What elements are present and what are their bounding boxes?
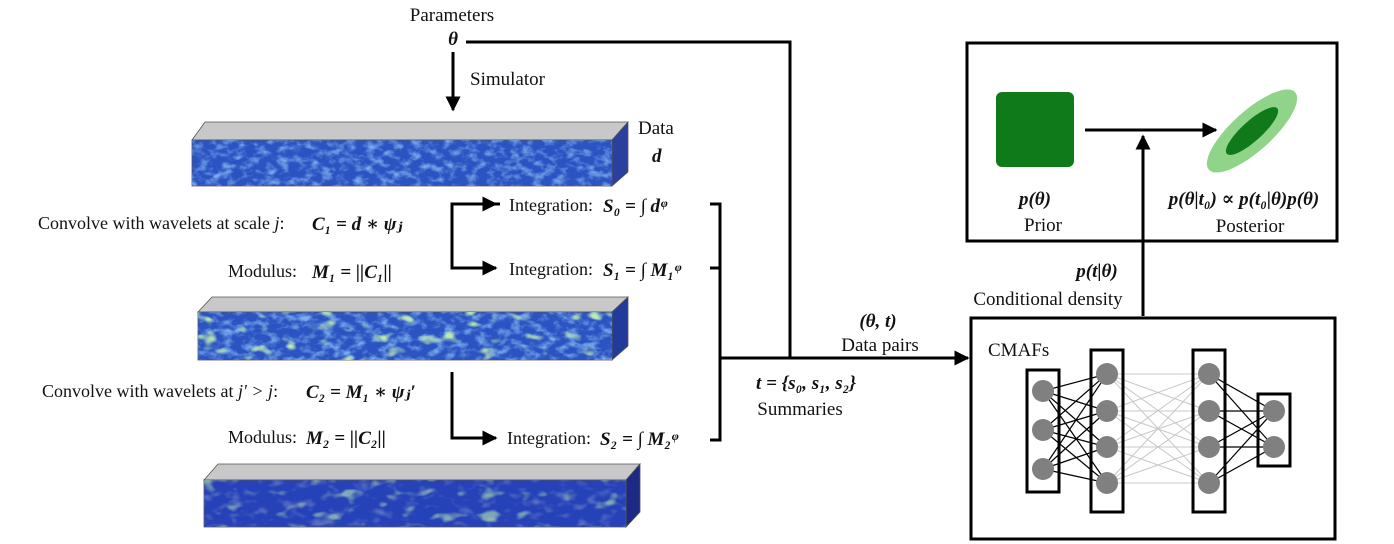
network-edge [1208, 446, 1275, 484]
integration-2-equation: S₂ = ∫ M₂ᵠ [600, 429, 679, 451]
data-pairs-label: Data pairs [841, 335, 919, 356]
network-graph [1025, 348, 1292, 514]
posterior-equation: p(θ|t₀) ∝ p(t₀|θ)p(θ) [1167, 189, 1320, 210]
network-edge [1208, 373, 1275, 412]
loop-arrow-1 [450, 202, 500, 276]
conditional-equation: p(t|θ) [1074, 261, 1117, 282]
modulus1-field-volume [197, 296, 630, 361]
network-edge [1042, 429, 1108, 484]
posterior-label: Posterior [1216, 216, 1285, 237]
theta-bypass-line [466, 40, 792, 358]
network-edge [1042, 373, 1108, 392]
integration-1-equation: S₁ = ∫ M₁ᵠ [603, 260, 682, 282]
modulus2-equation: M₂ = ||C₂|| [305, 428, 386, 449]
prior-square [996, 92, 1074, 167]
parameters-label: Parameters [410, 5, 494, 26]
network-node [1198, 472, 1220, 494]
network-node [1096, 400, 1118, 422]
network-edge [1042, 390, 1108, 412]
network-node [1096, 363, 1118, 385]
network-layer-box [1256, 392, 1292, 468]
network-layer-box [1089, 348, 1125, 514]
network-edge [1208, 410, 1275, 484]
network-node [1032, 380, 1054, 402]
network-node [1096, 472, 1118, 494]
conditional-label: Conditional density [973, 289, 1123, 310]
network-node [1096, 436, 1118, 458]
network-label: CMAFs [988, 340, 1049, 361]
network-node [1263, 400, 1285, 422]
convolve1-text: Convolve with wavelets at scale j: [38, 213, 284, 233]
modulus2-text: Modulus: [228, 427, 297, 447]
network-node [1032, 458, 1054, 480]
network-edge [1042, 429, 1108, 448]
network-node [1198, 363, 1220, 385]
integration-2-label: Integration: [507, 428, 591, 448]
prior-label: Prior [1024, 215, 1063, 236]
modulus1-text: Modulus: [228, 261, 297, 281]
network-edge [1208, 410, 1275, 448]
summary-bracket [710, 202, 722, 442]
data-symbol: d [652, 146, 662, 167]
parameters-symbol: θ [448, 29, 458, 50]
posterior-ellipse [1206, 89, 1298, 173]
summaries-label: Summaries [757, 399, 843, 420]
cmaf-network-box [969, 316, 1337, 541]
data-pairs-equation: (θ, t) [859, 311, 896, 332]
convolve2-equation: C₂ = M₁ ∗ ψⱼ′ [306, 382, 416, 403]
network-edge [1042, 410, 1108, 470]
network-edge [1042, 390, 1108, 448]
convolve1-equation: C₁ = d ∗ ψⱼ [312, 214, 403, 235]
modulus1-equation: M₁ = ||C₁|| [311, 262, 392, 283]
network-layer-box [1191, 348, 1227, 514]
network-edge [1042, 446, 1108, 470]
network-edge [1042, 373, 1108, 431]
network-node [1198, 436, 1220, 458]
prior-equation: p(θ) [1017, 189, 1051, 210]
integration-0-equation: S₀ = ∫ dᵠ [603, 196, 668, 218]
network-node [1032, 419, 1054, 441]
network-edge [1042, 373, 1108, 470]
integration-1-label: Integration: [509, 259, 593, 279]
network-layer-box [1025, 368, 1061, 494]
simulator-label: Simulator [470, 69, 546, 90]
summaries-equation: t = {s₀, s₁, s₂} [756, 373, 856, 394]
modulus2-field-volume [203, 462, 641, 529]
data-field-volume [191, 120, 629, 187]
integration-0-label: Integration: [509, 195, 593, 215]
network-node [1198, 400, 1220, 422]
inference-box [965, 41, 1339, 243]
data-label: Data [638, 118, 674, 139]
network-node [1263, 436, 1285, 458]
network-edge [1042, 390, 1108, 484]
convolve2-text: Convolve with wavelets at j′ > j: [42, 381, 278, 401]
loop-arrow-2 [450, 372, 498, 446]
